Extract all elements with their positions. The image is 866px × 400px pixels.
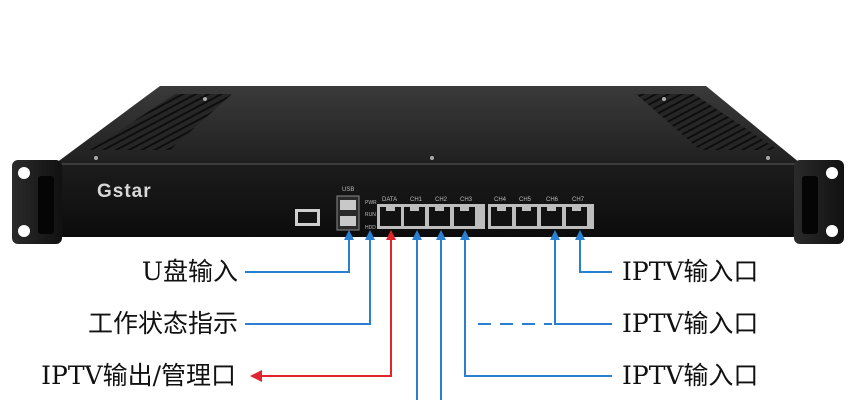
callout-line-ch6 — [554, 238, 612, 325]
callout-iptv-input-3: IPTV输入口 — [622, 361, 759, 390]
callout-iptv-output: IPTV输出/管理口 — [41, 361, 236, 390]
arrow-up-icon — [386, 230, 396, 240]
callout-usb-input: U盘输入 — [141, 257, 238, 286]
callout-line-usb — [245, 238, 350, 273]
indicator-label-run: RUN — [365, 212, 376, 218]
callout-line-status — [245, 238, 371, 325]
ethernet-port-ch3 — [454, 207, 475, 226]
port-label-ch6: CH6 — [546, 197, 559, 203]
ethernet-port-ch6 — [541, 207, 562, 226]
ethernet-port-ch4 — [491, 207, 512, 226]
arrow-up-icon — [344, 230, 354, 240]
ethernet-port-data — [380, 207, 401, 226]
usb-port — [336, 195, 360, 231]
ethernet-port-ch5 — [516, 207, 537, 226]
rack-ear-right — [794, 160, 844, 244]
port-label-ch3: CH3 — [460, 197, 473, 203]
arrow-up-icon — [436, 230, 446, 240]
port-label-ch7: CH7 — [572, 197, 585, 203]
usb-label: USB — [342, 187, 354, 193]
callout-line-output — [262, 238, 392, 377]
arrow-up-icon — [412, 230, 422, 240]
arrow-up-icon — [550, 230, 560, 240]
indicator-label-pwr: PWR — [365, 200, 377, 206]
port-label-ch2: CH2 — [435, 197, 448, 203]
callout-line-ch3 — [464, 238, 612, 377]
callout-lines — [245, 230, 612, 400]
ethernet-port-ch1 — [404, 207, 425, 226]
brand-logo: Gstar — [97, 181, 152, 202]
ethernet-port-ch7 — [566, 207, 587, 226]
arrow-up-icon — [365, 230, 375, 240]
indicator-label-hdd: HDD — [365, 225, 376, 231]
console-port — [295, 209, 320, 226]
vent-left — [90, 94, 232, 150]
port-label-ch4: CH4 — [494, 197, 507, 203]
callout-iptv-input-1: IPTV输入口 — [622, 257, 759, 286]
port-label-data: DATA — [382, 197, 397, 203]
callout-iptv-input-2: IPTV输入口 — [622, 309, 759, 338]
arrow-up-icon — [460, 230, 470, 240]
ethernet-port-ch2 — [429, 207, 450, 226]
arrow-up-icon — [575, 230, 585, 240]
chassis-top — [56, 86, 800, 163]
rack-ear-left — [12, 160, 62, 244]
port-label-ch5: CH5 — [519, 197, 532, 203]
arrow-left-icon — [250, 370, 262, 382]
callout-line-ch7 — [579, 238, 612, 273]
vent-right — [636, 94, 778, 150]
port-label-ch1: CH1 — [410, 197, 423, 203]
callout-status-indicator: 工作状态指示 — [87, 309, 238, 338]
